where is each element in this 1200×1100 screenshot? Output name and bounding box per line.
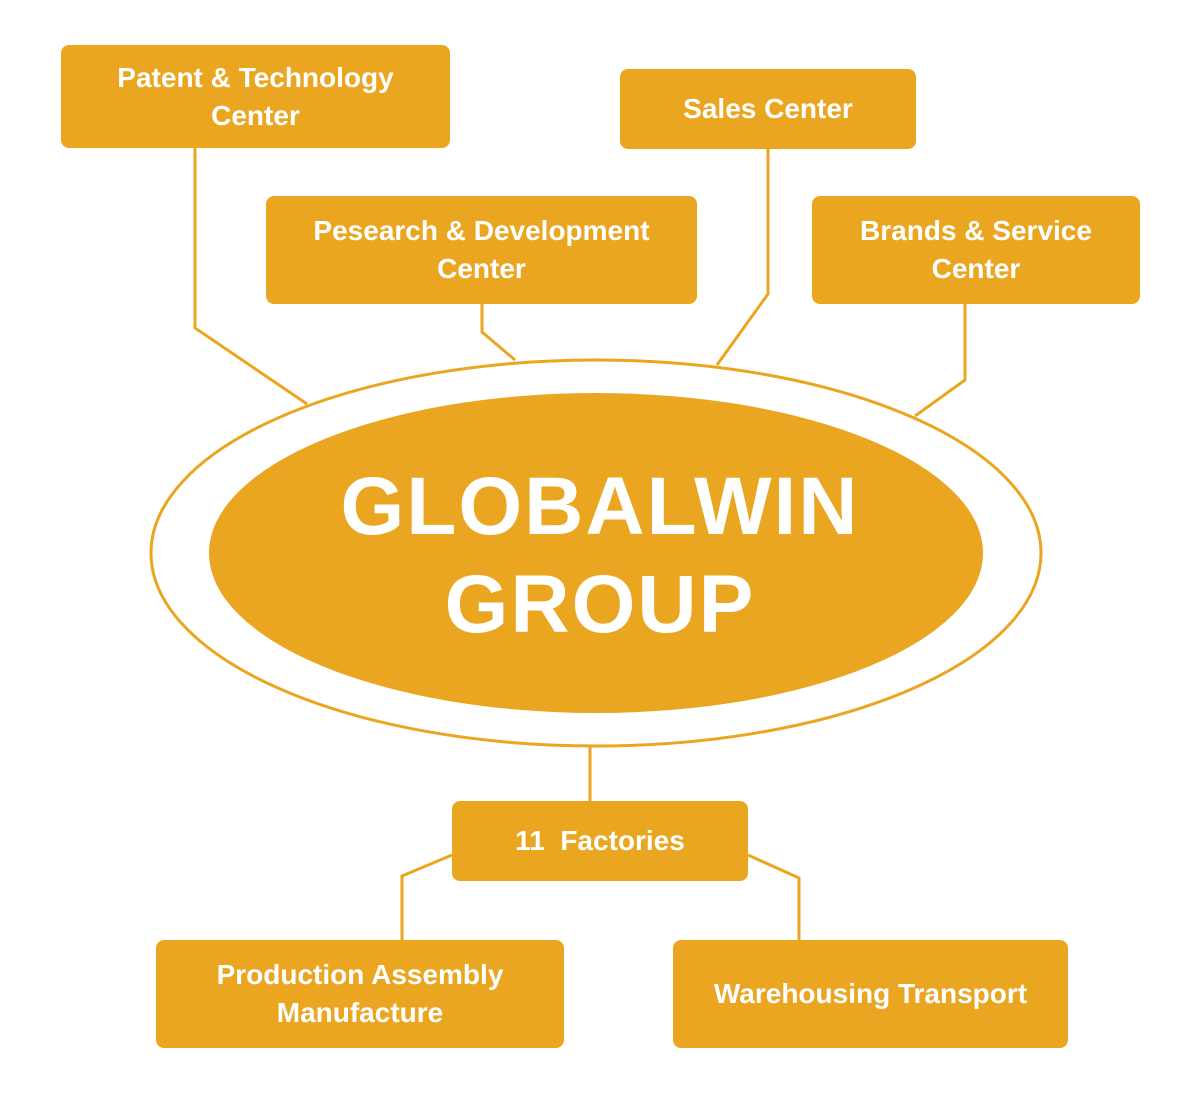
connector-brands xyxy=(914,304,967,418)
center-title-line1: GLOBALWIN xyxy=(340,461,860,552)
node-research-development-center: Pesearch & Development Center xyxy=(266,196,697,304)
connector-patent xyxy=(193,148,308,406)
node-label-line1: Sales Center xyxy=(683,93,853,124)
center-ellipse xyxy=(209,393,983,713)
node-label-line1: Warehousing Transport xyxy=(713,978,1028,1009)
node-label-line2: Center xyxy=(211,99,300,131)
node-label-line1: Brands & Service xyxy=(860,215,1092,246)
connector-rd xyxy=(480,304,516,362)
node-sales-center: Sales Center xyxy=(620,69,916,149)
node-production-assembly-manufacture: Production Assembly Manufacture xyxy=(156,940,564,1048)
node-label-line2: Center xyxy=(437,253,526,284)
center-title: GLOBALWIN GROUP xyxy=(260,458,940,654)
node-factories: 11 Factories xyxy=(452,801,748,881)
connector-warehousing xyxy=(747,853,801,940)
node-patent-technology-center: Patent & Technology Center xyxy=(61,45,450,148)
connector-sales xyxy=(715,149,770,366)
node-label-line1: Pesearch & Development xyxy=(313,215,650,246)
node-label-line2: Manufacture xyxy=(276,997,444,1028)
node-brands-service-center: Brands & Service Center xyxy=(812,196,1140,304)
node-label-line1: Patent & Technology xyxy=(117,61,394,93)
center-title-line2: GROUP xyxy=(444,559,756,650)
outer-ring xyxy=(149,358,1043,748)
node-label-line1: 11 Factories xyxy=(515,825,685,856)
node-warehousing-transport: Warehousing Transport xyxy=(673,940,1068,1048)
connector-production xyxy=(400,853,453,940)
node-label-line2: Center xyxy=(931,253,1021,284)
node-label-line1: Production Assembly xyxy=(216,959,504,990)
